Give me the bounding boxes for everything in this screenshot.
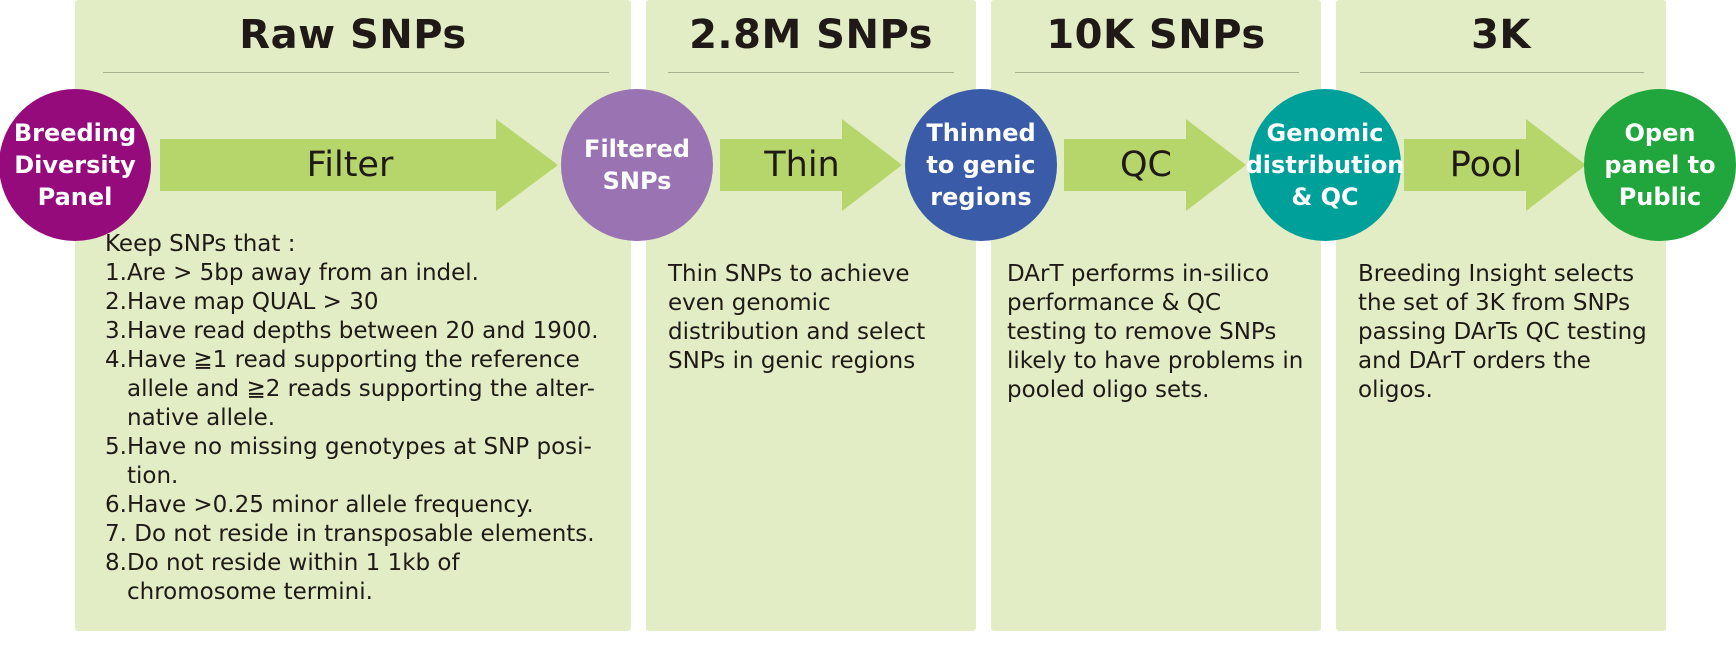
panel-title: 10K SNPs bbox=[1046, 12, 1266, 58]
panel-description: Keep SNPs that : 1.Are > 5bp away from a… bbox=[105, 230, 615, 607]
list-item: 5.Have no missing genotypes at SNP posi-… bbox=[105, 434, 592, 489]
right-arrow-icon bbox=[720, 119, 902, 211]
node-open-panel-to-public: Open panel to Public bbox=[1584, 89, 1736, 241]
arrow-label: Pool bbox=[1449, 145, 1523, 185]
node-thinned-to-genic-regions: Thinned to genic regions bbox=[905, 89, 1057, 241]
list-item: 7. Do not reside in transposable element… bbox=[105, 521, 595, 547]
arrow-label: Filter bbox=[306, 145, 394, 185]
arrow-qc: QC bbox=[1064, 119, 1246, 211]
divider bbox=[1015, 72, 1299, 73]
divider bbox=[1360, 72, 1644, 73]
node-filtered-snps: Filtered SNPs bbox=[561, 89, 713, 241]
panel-10k-snps: 10K SNPs DArT performs in-silico perform… bbox=[991, 0, 1321, 631]
panel-description: DArT performs in-silico performance & QC… bbox=[1007, 261, 1304, 403]
panel-3k: 3K Breeding Insight selects the set of 3… bbox=[1336, 0, 1666, 631]
list-item: 8.Do not reside within 1 1kb of chromoso… bbox=[105, 550, 460, 605]
right-arrow-icon bbox=[1404, 119, 1586, 211]
list-item: 1.Are > 5bp away from an indel. bbox=[105, 260, 479, 286]
arrow-filter: Filter bbox=[160, 119, 558, 211]
divider bbox=[103, 72, 609, 73]
node-breeding-diversity-panel: Breeding Diversity Panel bbox=[0, 89, 151, 241]
list-item: 6.Have >0.25 minor allele frequency. bbox=[105, 492, 534, 518]
panel-description: Breeding Insight selects the set of 3K f… bbox=[1358, 261, 1647, 403]
list-intro: Keep SNPs that : bbox=[105, 231, 296, 257]
list-item: 2.Have map QUAL > 30 bbox=[105, 289, 379, 315]
panel-title: 2.8M SNPs bbox=[689, 12, 933, 58]
right-arrow-icon bbox=[160, 119, 558, 211]
filter-criteria-list: 1.Are > 5bp away from an indel. 2.Have m… bbox=[105, 259, 615, 607]
panel-raw-snps: Raw SNPs Keep SNPs that : 1.Are > 5bp aw… bbox=[75, 0, 631, 631]
list-item: 3.Have read depths between 20 and 1900. bbox=[105, 318, 599, 344]
arrow-label: Thin bbox=[764, 145, 840, 185]
divider bbox=[668, 72, 954, 73]
panel-title: Raw SNPs bbox=[239, 12, 467, 58]
right-arrow-icon bbox=[1064, 119, 1246, 211]
arrow-thin: Thin bbox=[720, 119, 902, 211]
panel-2-8m-snps: 2.8M SNPs Thin SNPs to achieve even geno… bbox=[646, 0, 976, 631]
panel-description: Thin SNPs to achieve even genomic distri… bbox=[668, 261, 926, 374]
node-genomic-distribution-qc: Genomic distribution & QC bbox=[1246, 89, 1404, 241]
arrow-pool: Pool bbox=[1404, 119, 1586, 211]
panel-title: 3K bbox=[1471, 12, 1531, 58]
list-item: 4.Have ≧1 read supporting the reference … bbox=[105, 347, 595, 431]
arrow-label: QC bbox=[1120, 145, 1172, 185]
